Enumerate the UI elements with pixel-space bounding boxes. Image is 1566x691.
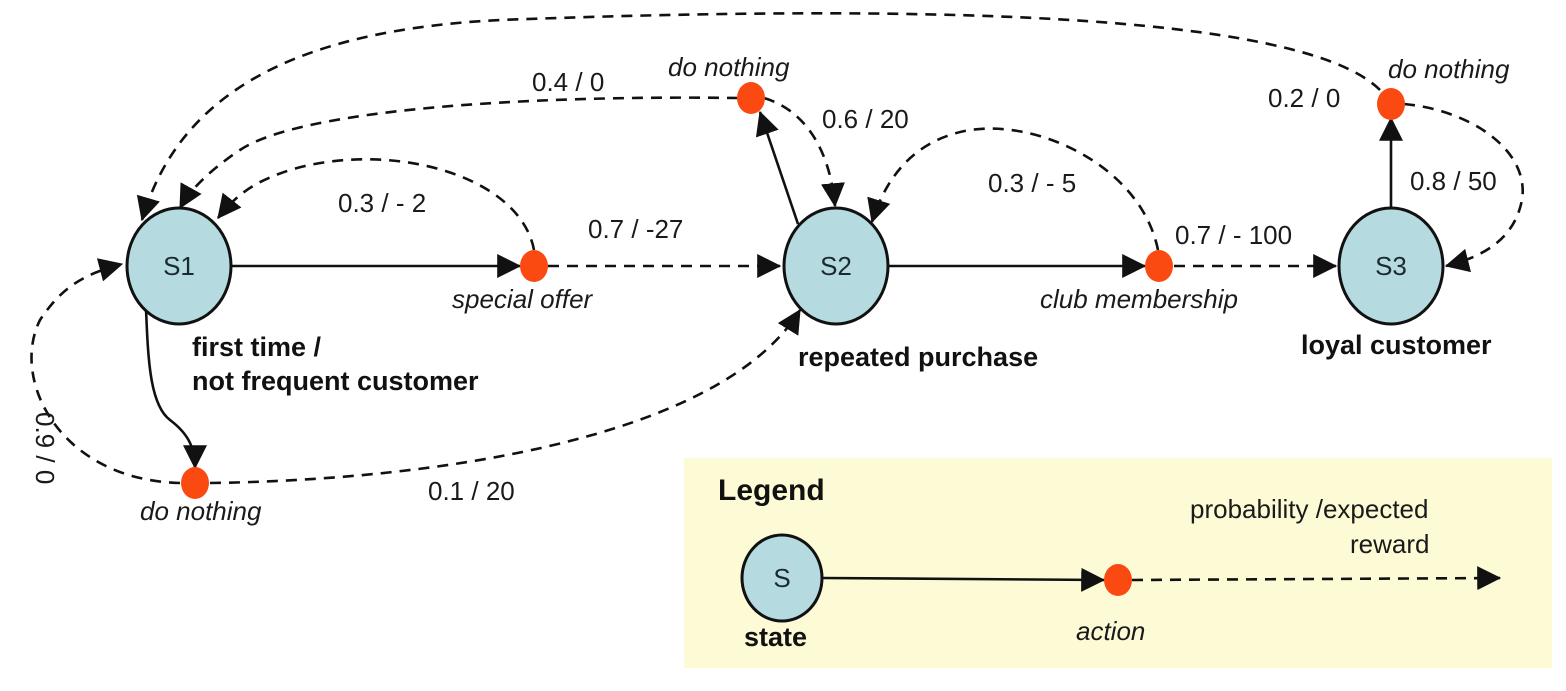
transition-label-club-membership-s3: 0.7 / - 100 [1175, 220, 1292, 250]
action-node-s1-do-nothing [181, 467, 209, 499]
action-node-special-offer [520, 250, 548, 282]
transition-label-special-offer-s2: 0.7 / -27 [588, 214, 683, 244]
state-s2-label: S2 [820, 251, 852, 281]
action-node-s2-do-nothing [737, 82, 765, 114]
legend-title: Legend [718, 474, 825, 507]
state-s1: S1 [125, 206, 233, 326]
edge-special-offer-to-s1 [216, 158, 536, 251]
action-label-s2-do-nothing: do nothing [668, 52, 790, 82]
transition-label-do-nothing3-s1: 0.2 / 0 [1268, 83, 1340, 113]
legend-state-label: state [744, 622, 807, 652]
edge-do-nothing3-to-s3 [1403, 102, 1524, 273]
state-s1-caption-line1: first time / [192, 332, 322, 362]
action-label-special-offer: special offer [452, 284, 594, 314]
transition-label-do-nothing2-s1: 0.4 / 0 [532, 67, 604, 97]
state-s1-caption-line2: not frequent customer [192, 366, 479, 396]
state-s1-label: S1 [163, 251, 195, 281]
legend-state-symbol: S [773, 563, 790, 593]
state-s2: S2 [782, 206, 890, 326]
state-s3-caption: loyal customer [1301, 330, 1492, 360]
legend-transition-label-line1: probability /expected [1190, 494, 1428, 524]
action-label-s1-do-nothing: do nothing [140, 496, 262, 526]
legend-transition-label-line2: reward [1350, 529, 1429, 559]
state-s3-label: S3 [1375, 251, 1407, 281]
edge-do-nothing1-to-s2 [209, 308, 802, 485]
legend-box [684, 458, 1552, 668]
action-node-s3-do-nothing [1377, 88, 1405, 120]
transition-label-do-nothing3-s3: 0.8 / 50 [1410, 166, 1497, 196]
action-label-club-membership: club membership [1040, 284, 1238, 314]
legend-action-label: action [1076, 616, 1145, 646]
state-s2-caption: repeated purchase [798, 342, 1038, 372]
edge-do-nothing2-to-s1 [178, 96, 739, 210]
legend-edge-state-action [821, 567, 1106, 592]
edge-s2-do-nothing [755, 110, 800, 225]
transition-label-do-nothing1-s1: 0.9 / 0 [30, 412, 60, 484]
edge-club-membership-to-s2 [867, 127, 1160, 251]
transition-label-do-nothing2-s2: 0.6 / 20 [822, 104, 909, 134]
transition-label-do-nothing1-s2: 0.1 / 20 [428, 476, 515, 506]
legend-state: S [740, 533, 824, 623]
edge-s1-do-nothing [144, 307, 207, 470]
action-node-club-membership [1145, 250, 1173, 282]
edge-do-nothing1-to-s1 [30, 258, 181, 485]
action-label-s3-do-nothing: do nothing [1388, 54, 1510, 84]
state-s3: S3 [1337, 206, 1445, 326]
transition-label-special-offer-s1: 0.3 / - 2 [338, 188, 426, 218]
legend-edge-action-state [1131, 566, 1502, 591]
transition-label-club-membership-s2: 0.3 / - 5 [988, 168, 1076, 198]
edge-do-nothing2-to-s2 [763, 96, 845, 208]
edge-do-nothing3-to-s1 [136, 12, 1381, 222]
legend-action-node [1104, 564, 1132, 596]
